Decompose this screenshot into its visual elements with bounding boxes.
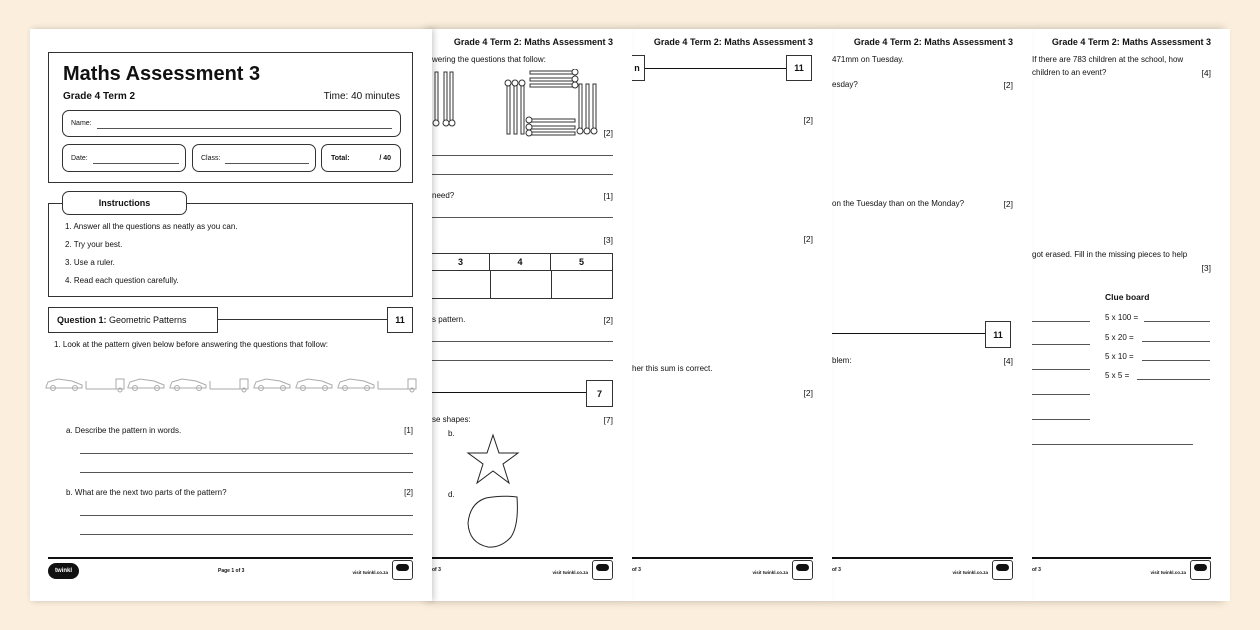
instructions-box xyxy=(48,203,413,297)
date-label: Date: xyxy=(71,155,88,162)
marks: [7] xyxy=(603,415,613,425)
page-header: Grade 4 Term 2: Maths Assessment 3 xyxy=(453,37,613,47)
name-label: Name: xyxy=(71,120,92,127)
table-header: 3 xyxy=(432,254,490,270)
instruction-item: 1. Answer all the questions as neatly as… xyxy=(65,222,238,231)
page-preview-3[interactable]: Grade 4 Term 2: Maths Assessment 3 n 11 … xyxy=(632,29,832,601)
question-text: esday? xyxy=(832,80,858,89)
page-number: Page 1 of 3 xyxy=(218,568,245,574)
label-d: d. xyxy=(448,490,455,499)
clue: 5 x 5 = xyxy=(1105,371,1130,380)
question-text: se shapes: xyxy=(432,415,471,424)
marks: [2] xyxy=(803,388,813,398)
question-marks-box: 11 xyxy=(387,307,413,333)
instruction-item: 4. Read each question carefully. xyxy=(65,276,179,285)
marks: [2] xyxy=(1003,80,1013,90)
badge-icon xyxy=(592,560,613,580)
question-text: her this sum is correct. xyxy=(632,364,713,373)
clue-board-title: Clue board xyxy=(1105,292,1150,302)
visit-link: visit twinkl.co.za xyxy=(752,570,788,575)
marks: [2] xyxy=(803,234,813,244)
question-text: s pattern. xyxy=(432,315,466,324)
page-number: of 3 xyxy=(432,567,441,573)
question-title-box: Question 1: Geometric Patterns xyxy=(48,307,218,333)
question-text: need? xyxy=(432,191,455,200)
question-a: a. Describe the pattern in words. xyxy=(66,426,182,435)
page-preview-4[interactable]: Grade 4 Term 2: Maths Assessment 3 471mm… xyxy=(832,29,1032,601)
page-title: Maths Assessment 3 xyxy=(63,63,261,85)
visit-link: visit twinkl.co.za xyxy=(952,570,988,575)
marks: [4] xyxy=(1003,356,1013,366)
badge-icon xyxy=(792,560,813,580)
page-header: Grade 4 Term 2: Maths Assessment 3 xyxy=(653,37,813,47)
page-header: Grade 4 Term 2: Maths Assessment 3 xyxy=(1051,37,1211,47)
question-text: wering the questions that follow: xyxy=(432,55,546,64)
section-marks-box: 7 xyxy=(586,380,613,407)
question-text: blem: xyxy=(832,356,852,365)
marks: [4] xyxy=(1201,68,1211,78)
page-preview-2[interactable]: Grade 4 Term 2: Maths Assessment 3 werin… xyxy=(432,29,632,601)
page-number: of 3 xyxy=(632,567,641,573)
label-b: b. xyxy=(448,429,455,438)
clue: 5 x 10 = xyxy=(1105,352,1134,361)
instructions-title: Instructions xyxy=(62,191,187,215)
question-text: 1. Look at the pattern given below befor… xyxy=(54,340,328,349)
clue: 5 x 20 = xyxy=(1105,333,1134,342)
instruction-item: 2. Try your best. xyxy=(65,240,123,249)
marks: [2] xyxy=(603,315,613,325)
marks: [2] xyxy=(603,128,613,138)
marks: [2] xyxy=(404,488,413,497)
marks: [2] xyxy=(803,115,813,125)
question-title: Geometric Patterns xyxy=(109,315,187,325)
pattern-table: 3 4 5 xyxy=(432,253,613,299)
question-text: on the Tuesday than on the Monday? xyxy=(832,199,965,208)
time-label: Time: 40 minutes xyxy=(323,91,400,102)
section-title-box: n xyxy=(632,55,645,81)
teardrop-shape-image xyxy=(467,495,518,548)
question-b: b. What are the next two parts of the pa… xyxy=(66,488,227,497)
question-text: If there are 783 children at the school,… xyxy=(1032,55,1184,64)
table-header: 4 xyxy=(490,254,551,270)
visit-link: visit twinkl.co.za xyxy=(352,570,388,575)
marks: [3] xyxy=(1201,263,1211,273)
instruction-item: 3. Use a ruler. xyxy=(65,258,115,267)
date-field[interactable]: Date: xyxy=(62,144,186,172)
grade-label: Grade 4 Term 2 xyxy=(63,91,136,102)
badge-icon xyxy=(392,560,413,580)
total-field[interactable]: Total: / 40 xyxy=(321,144,401,172)
table-header: 5 xyxy=(578,257,584,267)
visit-link: visit twinkl.co.za xyxy=(552,570,588,575)
marks: [2] xyxy=(1003,199,1013,209)
total-value: / 40 xyxy=(379,155,391,162)
question-label: Question 1: xyxy=(57,315,107,325)
clue: 5 x 100 = xyxy=(1105,313,1139,322)
car-truck-pattern-image xyxy=(45,378,417,393)
page-number: of 3 xyxy=(1032,567,1041,573)
class-field[interactable]: Class: xyxy=(192,144,316,172)
badge-icon xyxy=(1190,560,1211,580)
section-marks-box: 11 xyxy=(786,55,812,81)
question-text: got erased. Fill in the missing pieces t… xyxy=(1032,250,1188,259)
total-label: Total: xyxy=(331,155,350,162)
section-marks-box: 11 xyxy=(985,321,1011,348)
matchstick-pattern-image xyxy=(432,69,598,137)
marks: [1] xyxy=(603,191,613,201)
badge-icon xyxy=(992,560,1013,580)
class-label: Class: xyxy=(201,155,221,162)
page-preview-5[interactable]: Grade 4 Term 2: Maths Assessment 3 If th… xyxy=(1032,29,1230,601)
question-text: children to an event? xyxy=(1032,68,1107,77)
page-number: of 3 xyxy=(832,567,841,573)
page-header: Grade 4 Term 2: Maths Assessment 3 xyxy=(853,37,1013,47)
question-text: 471mm on Tuesday. xyxy=(832,55,904,64)
marks: [3] xyxy=(603,235,613,245)
twinkl-logo: twinkl xyxy=(48,563,79,579)
star-shape-image xyxy=(466,433,520,485)
name-field[interactable]: Name: xyxy=(62,110,401,137)
visit-link: visit twinkl.co.za xyxy=(1150,570,1186,575)
page-preview-1[interactable]: Maths Assessment 3 Grade 4 Term 2 Time: … xyxy=(30,29,432,601)
marks: [1] xyxy=(404,426,413,435)
